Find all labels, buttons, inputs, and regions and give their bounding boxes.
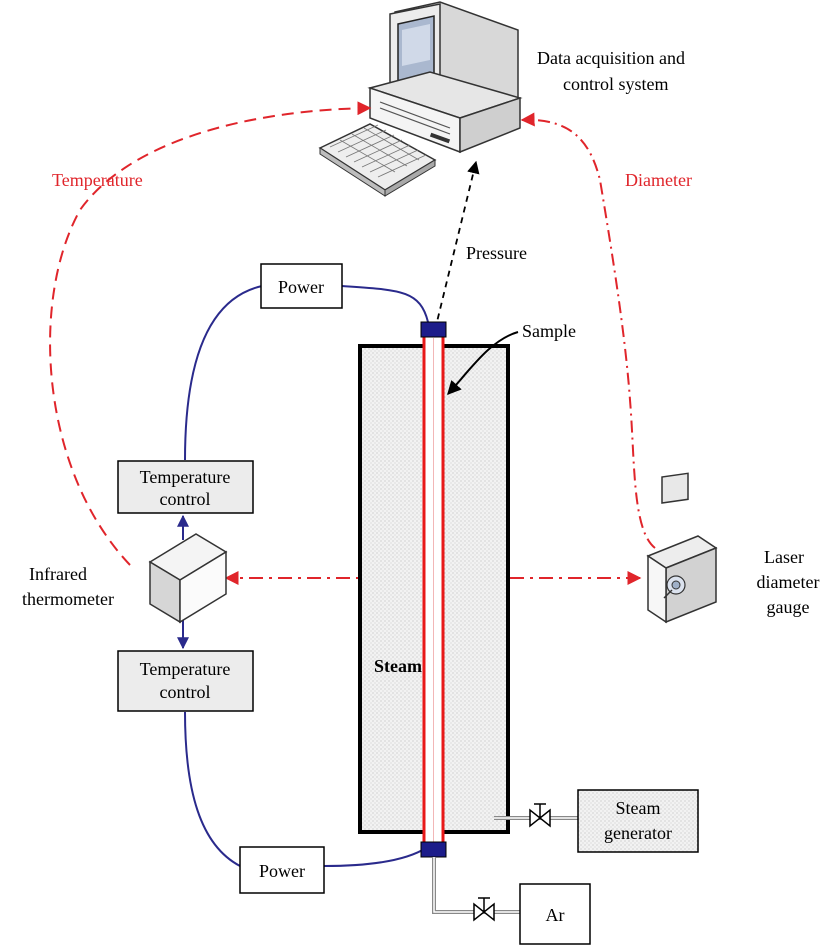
ar-box xyxy=(519,883,591,945)
temperature-signal-line xyxy=(49,101,372,566)
temperature-label: Temperature xyxy=(52,170,143,190)
laser-label-line3: gauge xyxy=(767,597,810,617)
power-bottom-label: Power xyxy=(259,861,305,881)
temp-control-box-top xyxy=(117,460,254,514)
infrared-label-line2: thermometer xyxy=(22,589,114,609)
top-connector xyxy=(420,321,447,338)
power-box-top xyxy=(260,263,343,309)
steam-generator-line2: generator xyxy=(604,823,672,843)
temp-control-top-line2: control xyxy=(160,489,211,509)
temp-control-bottom-line1: Temperature xyxy=(140,659,231,679)
wire-power-bottom-to-sample xyxy=(323,847,427,867)
wire-power-top-to-control xyxy=(184,285,263,461)
pressure-signal-line xyxy=(434,160,480,331)
laser-label-line2: diameter xyxy=(757,572,820,592)
pressure-label: Pressure xyxy=(466,243,527,263)
infrared-thermometer-icon xyxy=(148,533,228,624)
ar-gas-line xyxy=(432,857,520,914)
sample-pointer-arrow xyxy=(447,331,519,396)
sample-label: Sample xyxy=(522,321,576,341)
wire-control-bottom-to-power xyxy=(184,711,241,867)
infrared-label-line1: Infrared xyxy=(29,564,87,584)
daq-label-line2: control system xyxy=(563,74,669,94)
temp-control-bottom-line2: control xyxy=(160,682,211,702)
power-box-bottom xyxy=(239,846,325,894)
steam-valve-icon xyxy=(529,803,551,828)
laser-label-line1: Laser xyxy=(764,547,804,567)
laser-gauge-icon xyxy=(646,472,718,624)
temp-control-top-line1: Temperature xyxy=(140,467,231,487)
steam-generator-line1: Steam xyxy=(616,798,661,818)
bottom-connector xyxy=(420,841,447,858)
power-top-label: Power xyxy=(278,277,324,297)
wire-power-top-to-sample xyxy=(341,285,429,323)
computer-icon xyxy=(318,1,523,197)
temp-control-box-bottom xyxy=(117,650,254,712)
daq-label-line1: Data acquisition and xyxy=(537,48,685,68)
diameter-label: Diameter xyxy=(625,170,692,190)
steam-label: Steam xyxy=(374,656,422,676)
ar-label: Ar xyxy=(546,905,565,925)
diameter-signal-line xyxy=(520,112,656,549)
steam-generator-box xyxy=(577,789,699,853)
ar-valve-icon xyxy=(473,897,495,922)
